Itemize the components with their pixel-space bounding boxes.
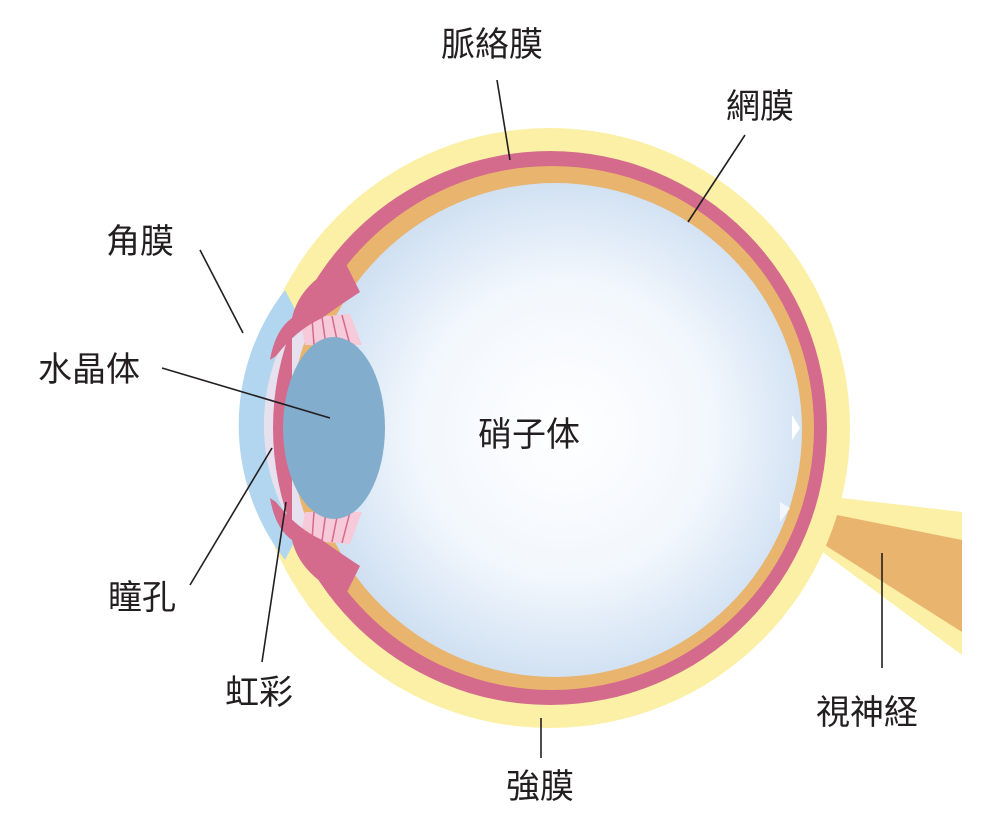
leader-iris (261, 501, 287, 663)
ciliary-zonule-upper (300, 314, 362, 345)
optic-disc-inner (780, 502, 790, 522)
zonule-fibers (311, 314, 351, 544)
label-pupil: 瞳孔 (108, 578, 176, 618)
leader-lens (161, 367, 331, 419)
cornea (238, 290, 298, 560)
label-lens: 水晶体 (38, 350, 140, 390)
ciliary-zonule-lower (300, 512, 362, 544)
label-optic-nerve: 視神経 (816, 693, 918, 733)
leader-lines (161, 79, 883, 758)
label-iris: 虹彩 (225, 673, 293, 713)
label-cornea: 角膜 (106, 222, 174, 262)
iris-upper (270, 262, 360, 360)
iris-lower (270, 498, 360, 596)
label-sclera: 強膜 (506, 767, 574, 807)
optic-disc (792, 415, 800, 440)
label-vitreous: 硝子体 (478, 415, 580, 455)
leader-cornea (199, 249, 244, 334)
label-retina: 網膜 (726, 87, 794, 127)
crystalline-lens (283, 337, 385, 519)
leader-choroid (496, 79, 511, 161)
label-choroid: 脈絡膜 (441, 25, 543, 65)
leader-pupil (189, 447, 273, 586)
leader-retina (687, 134, 746, 223)
vitreous-body (308, 183, 802, 677)
